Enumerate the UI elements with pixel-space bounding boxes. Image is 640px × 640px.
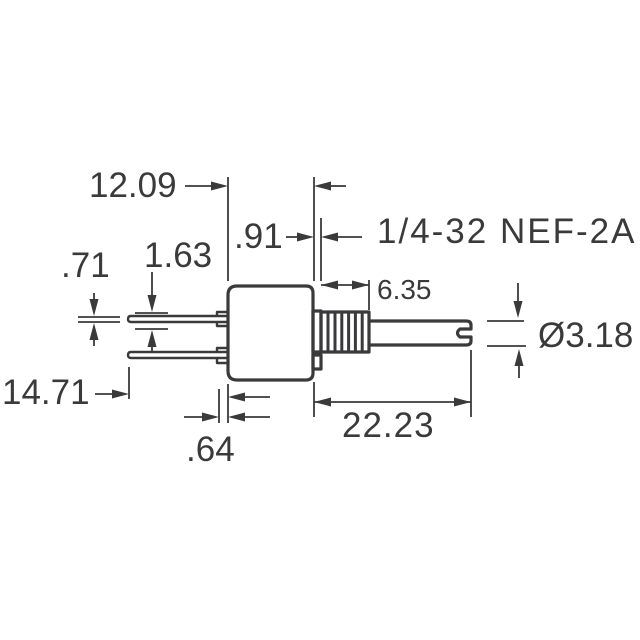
arrowhead-left [314,181,331,191]
threaded-bushing [319,310,371,354]
dim-collar-thickness: .91 [234,217,362,281]
dim-collar-thickness-label: .91 [234,217,283,256]
arrowhead-right [211,181,228,191]
switch-part [126,284,473,382]
arrowhead-right [297,232,314,242]
arrowhead-up [147,330,157,347]
dim-actuator-length: 22.23 [313,350,472,445]
switch-body [226,284,315,382]
dim-thread-length-label: 6.35 [377,274,432,305]
arrowhead-left [228,392,245,402]
dim-terminal-height-label: 1.63 [144,236,212,275]
arrowhead-right [202,412,219,422]
arrowhead-down [513,301,523,318]
dim-terminal-height: 1.63 [135,236,212,352]
dim-actuator-diameter: Ø3.18 [487,283,633,378]
thread-spec-label: 1/4-32 NEF-2A [377,212,636,251]
arrowhead-right [454,397,471,407]
arrowhead-left [321,232,338,242]
arrowhead-left [321,280,338,290]
terminal-pin-bottom [126,350,227,360]
arrowhead-right [352,280,369,290]
arrowhead-right [112,389,129,399]
dim-thread-length: 6.35 [321,274,432,310]
dim-pin-length: 14.71 [2,367,270,412]
dim-pin-length-label: 14.71 [2,373,90,412]
thread-lines [326,313,364,351]
terminal-pin-top [126,314,227,324]
arrowhead-left [228,412,245,422]
arrowhead-left [314,397,331,407]
dim-terminal-thickness: .64 [184,384,270,469]
arrowhead-down [89,299,99,316]
dim-body-length: 12.09 [89,166,346,281]
arrowhead-up [89,323,99,340]
locating-lug [311,353,323,371]
arrowhead-up [514,349,524,366]
dim-pin-thickness-label: .71 [61,246,110,285]
actuator-shaft [367,319,473,347]
dim-actuator-diameter-label: Ø3.18 [538,316,633,355]
dim-body-length-label: 12.09 [89,166,177,205]
arrowhead-down [147,295,157,312]
dim-actuator-length-label: 22.23 [342,406,435,445]
dim-pin-thickness: .71 [61,246,120,346]
dim-terminal-thickness-label: .64 [186,430,235,469]
